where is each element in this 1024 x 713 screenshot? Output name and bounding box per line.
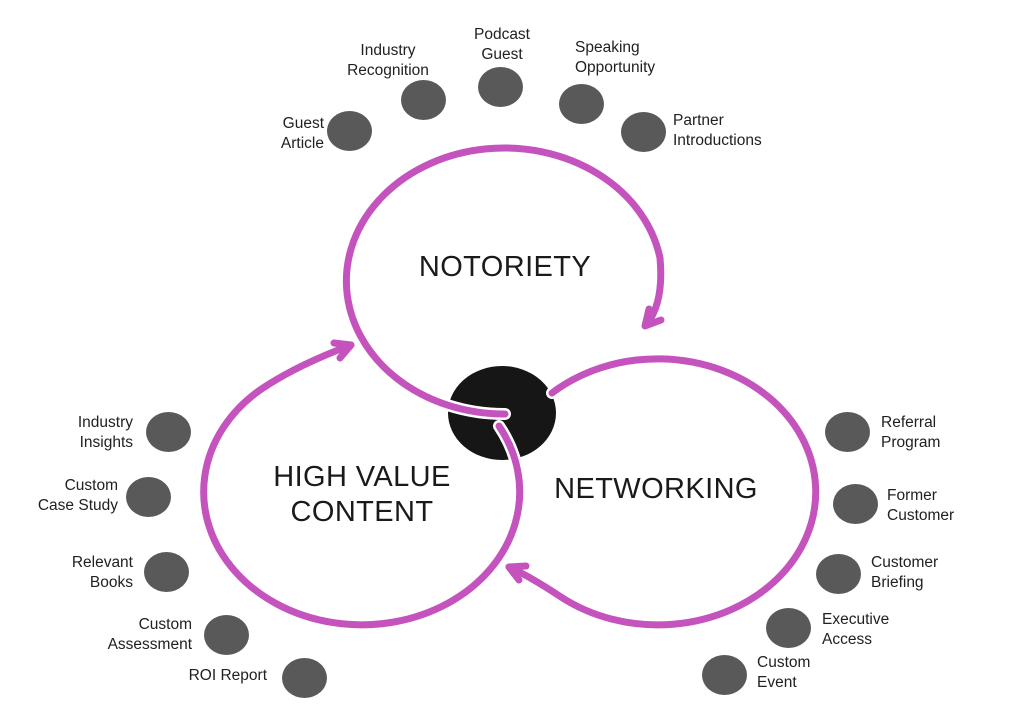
referral-program-label: Referral Program — [881, 414, 941, 451]
custom-assessment-dot — [204, 615, 249, 655]
industry-recognition-label: Industry Recognition — [347, 42, 429, 79]
high-value-content-ring — [200, 341, 524, 629]
custom-case-study-label: Custom Case Study — [37, 477, 118, 514]
circle-title-notoriety: NOTORIETY — [418, 251, 592, 283]
custom-event-dot — [702, 655, 747, 695]
speaking-opportunity-label: Speaking Opportunity — [575, 39, 656, 76]
speaking-opportunity-dot — [559, 84, 604, 124]
custom-assessment-label: Custom Assessment — [107, 616, 192, 653]
former-customer-label: Former Customer — [887, 487, 955, 524]
roi-report-dot — [282, 658, 327, 698]
networking-arrowhead-icon — [505, 562, 530, 584]
notoriety-arrowhead-icon — [641, 305, 665, 330]
guest-article-label: Guest Article — [280, 115, 324, 152]
referral-program-dot — [825, 412, 870, 452]
podcast-guest-dot — [478, 67, 523, 107]
custom-case-study-dot — [126, 477, 171, 517]
relevant-books-label: Relevant Books — [71, 554, 133, 591]
executive-access-label: Executive Access — [822, 611, 890, 648]
partner-introductions-label: Partner Introductions — [673, 112, 762, 149]
partner-introductions-dot — [621, 112, 666, 152]
customer-briefing-label: Customer Briefing — [871, 554, 939, 591]
customer-briefing-dot — [816, 554, 861, 594]
circle-title-high-value-content: HIGH VALUE CONTENT — [273, 461, 451, 528]
industry-insights-dot — [146, 412, 191, 452]
custom-event-label: Custom Event — [757, 654, 811, 691]
notoriety-ring — [342, 144, 665, 418]
roi-report-label: ROI Report — [188, 667, 267, 684]
networking-ring — [505, 355, 820, 629]
industry-insights-label: Industry Insights — [77, 414, 133, 451]
former-customer-dot — [833, 484, 878, 524]
executive-access-dot — [766, 608, 811, 648]
high-value-content-arrowhead-icon — [330, 339, 355, 362]
industry-recognition-dot — [401, 80, 446, 120]
podcast-guest-label: Podcast Guest — [473, 26, 530, 63]
relevant-books-dot — [144, 552, 189, 592]
guest-article-dot — [327, 111, 372, 151]
circle-title-networking: NETWORKING — [554, 473, 758, 505]
